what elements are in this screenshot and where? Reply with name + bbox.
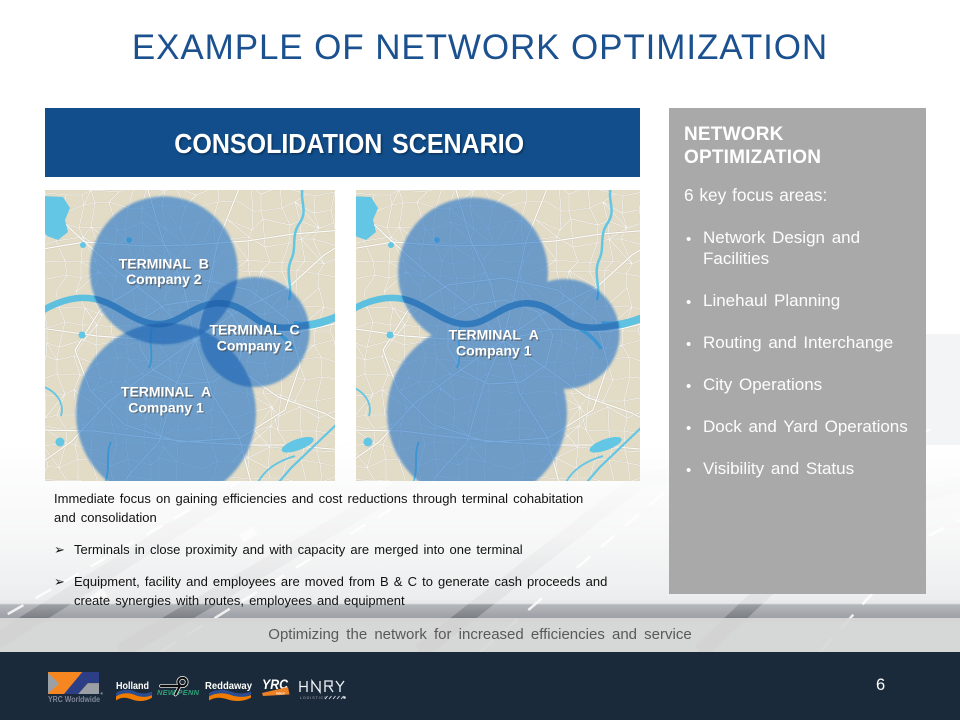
svg-text:YRC Worldwide: YRC Worldwide: [48, 694, 100, 704]
svg-text:TERMINAL C: TERMINAL C: [209, 322, 299, 338]
svg-text:Company 1: Company 1: [128, 399, 204, 415]
svg-text:Company 2: Company 2: [217, 338, 293, 354]
svg-text:Company 2: Company 2: [218, 339, 294, 355]
svg-text:YRC: YRC: [262, 676, 289, 692]
svg-text:Company 1: Company 1: [456, 343, 532, 359]
svg-text:LOGISTICS: LOGISTICS: [300, 696, 327, 700]
svg-text:TERMINAL A: TERMINAL A: [122, 385, 212, 401]
svg-text:TERMINAL B: TERMINAL B: [120, 257, 210, 273]
svg-text:TERMINAL A: TERMINAL A: [450, 328, 540, 344]
svg-text:Company 1: Company 1: [130, 401, 206, 417]
svg-text:TERMINAL B: TERMINAL B: [119, 256, 209, 272]
svg-text:Company 1: Company 1: [457, 344, 533, 360]
svg-text:Reddaway: Reddaway: [205, 680, 252, 692]
svg-text:TERMINAL A: TERMINAL A: [449, 327, 539, 343]
svg-text:Company 2: Company 2: [126, 271, 202, 287]
svg-text:Company 2: Company 2: [127, 272, 203, 288]
svg-text:TERMINAL A: TERMINAL A: [121, 384, 211, 400]
svg-text:Holland: Holland: [116, 680, 149, 692]
svg-text:TERMINAL C: TERMINAL C: [211, 323, 301, 339]
svg-text:FREIGHT: FREIGHT: [276, 692, 285, 696]
